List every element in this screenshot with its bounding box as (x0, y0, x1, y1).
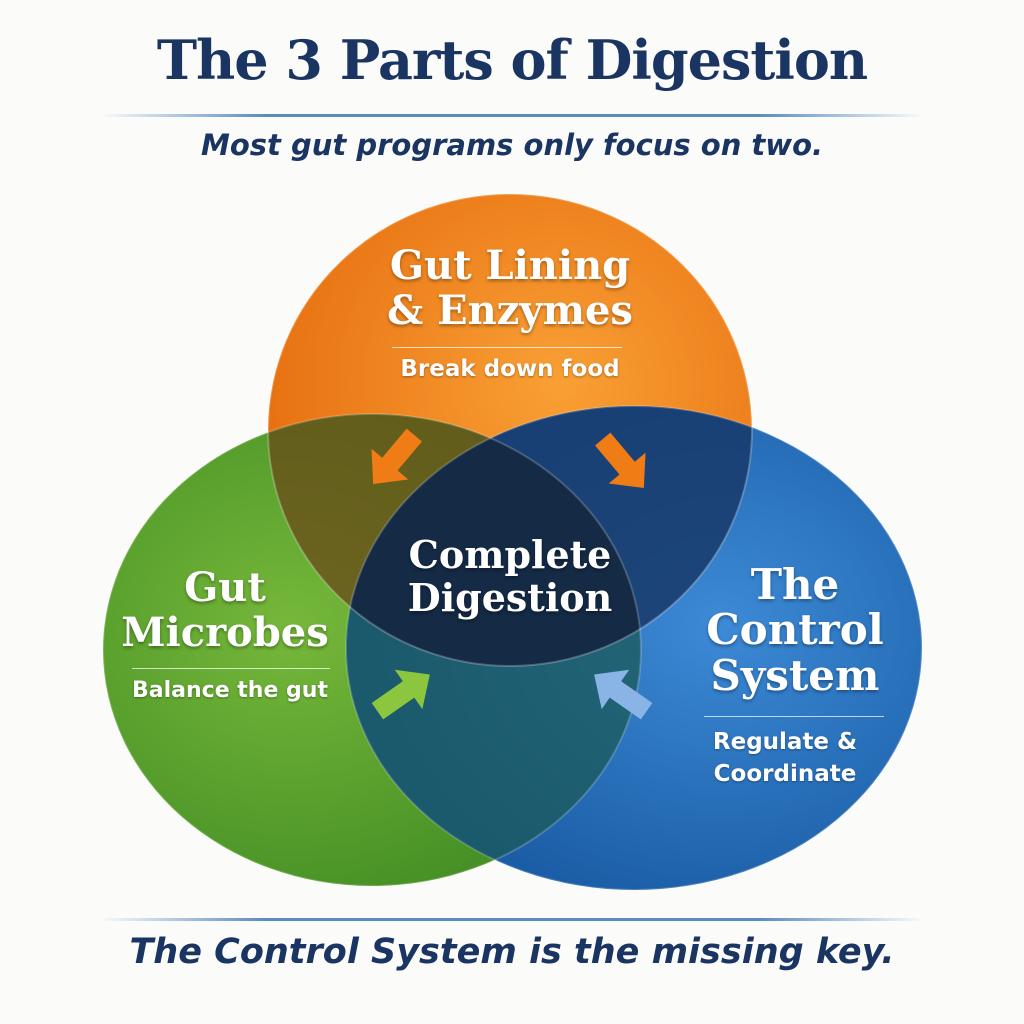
center-line: Complete (408, 532, 612, 577)
arrow-icon (594, 669, 653, 720)
center-line: Digestion (407, 574, 613, 620)
gut-microbes-description: Balance the gut (132, 678, 328, 703)
arrow-icon (371, 669, 430, 720)
title-line: Control (706, 605, 884, 655)
divider (392, 347, 622, 348)
title-line: System (710, 650, 880, 700)
page-title: The 3 Parts of Digestion (156, 28, 868, 92)
description-line: Regulate & (712, 729, 858, 755)
title-line: The (750, 560, 840, 609)
gut-lining-description: Break down food (400, 356, 620, 382)
arrow-icon (595, 432, 646, 489)
arrow-icon (371, 428, 422, 485)
title-line: Gut (184, 564, 266, 611)
title-line: Microbes (121, 608, 329, 656)
title-divider (100, 114, 924, 117)
title-line: & Enzymes (387, 286, 633, 334)
control-system-title: The Control System (690, 562, 900, 698)
footer-text: The Control System is the missing key. (129, 932, 895, 972)
divider (132, 668, 330, 669)
control-system-description: Regulate & Coordinate (690, 726, 880, 790)
center-label: Complete Digestion (380, 532, 640, 620)
subtitle: Most gut programs only focus on two. (200, 128, 824, 162)
description-line: Coordinate (713, 761, 857, 788)
footer-divider (100, 918, 924, 921)
title-line: Gut Lining (389, 242, 631, 289)
divider (704, 716, 884, 717)
gut-microbes-title: Gut Microbes (120, 564, 330, 656)
gut-lining-title: Gut Lining & Enzymes (330, 242, 690, 334)
